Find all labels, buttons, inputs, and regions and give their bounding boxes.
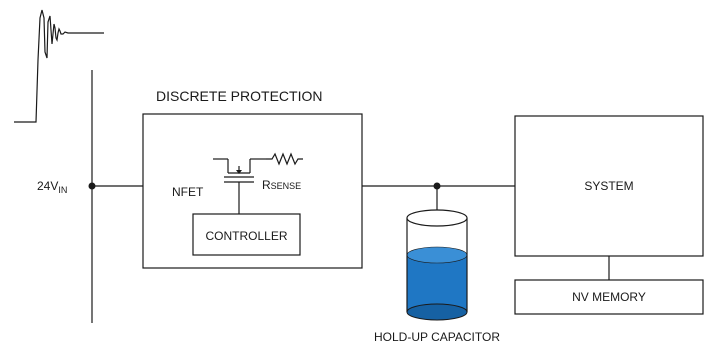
capacitor-label: HOLD-UP CAPACITOR <box>374 330 500 344</box>
nfet-symbol <box>213 158 266 214</box>
input-voltage-label: 24VIN <box>37 179 67 195</box>
controller-box <box>192 213 301 256</box>
protection-title: DISCRETE PROTECTION <box>156 88 322 104</box>
memory-label: NV MEMORY <box>572 290 646 304</box>
nfet-label: NFET <box>172 185 204 199</box>
memory-block <box>514 279 704 315</box>
surge-waveform <box>14 9 104 123</box>
system-block <box>514 115 704 257</box>
rsense-label: RSENSE <box>262 178 301 192</box>
system-label: SYSTEM <box>584 179 633 193</box>
sense-resistor <box>266 152 303 166</box>
controller-label: CONTROLLER <box>205 229 287 243</box>
hold-up-capacitor <box>406 209 468 321</box>
